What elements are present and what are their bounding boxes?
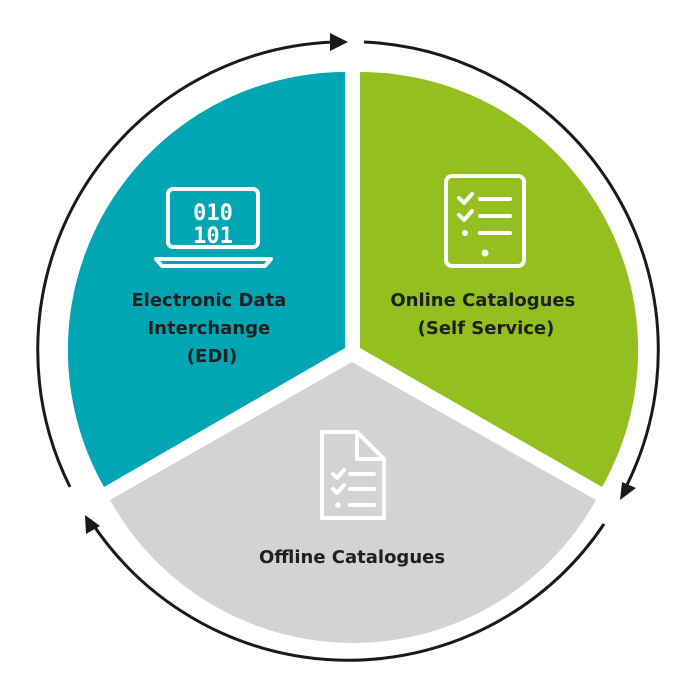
ring-arc-top: [363, 40, 660, 488]
segment-edi: [67, 72, 345, 487]
label-online-line-1: Online Catalogues: [390, 290, 575, 311]
ring-arc-right: [88, 519, 606, 662]
label-edi: Electronic Data Interchange (EDI): [131, 290, 292, 367]
arrowhead-right-icon: [620, 482, 636, 500]
label-edi-line-2: Interchange: [147, 318, 270, 339]
label-edi-line-3: (EDI): [187, 346, 237, 367]
document-checklist-icon: [320, 430, 386, 520]
arrowhead-top-icon: [330, 33, 348, 51]
label-online: Online Catalogues (Self Service): [390, 290, 581, 339]
arrowhead-left-icon: [85, 515, 100, 534]
label-offline-line-1: Offline Catalogues: [259, 547, 445, 568]
binary-bottom-text: 101: [193, 224, 233, 249]
tablet-checklist-icon: [444, 174, 526, 268]
segment-offline: [110, 362, 596, 643]
cycle-ring: [36, 33, 660, 662]
laptop-binary-icon: 010 101: [154, 187, 273, 268]
label-edi-line-1: Electronic Data: [131, 290, 286, 311]
label-offline: Offline Catalogues: [259, 547, 445, 568]
ring-arc-left: [36, 40, 335, 488]
label-online-line-2: (Self Service): [418, 318, 555, 339]
segment-online: [360, 71, 639, 487]
binary-top-text: 010: [193, 201, 233, 226]
